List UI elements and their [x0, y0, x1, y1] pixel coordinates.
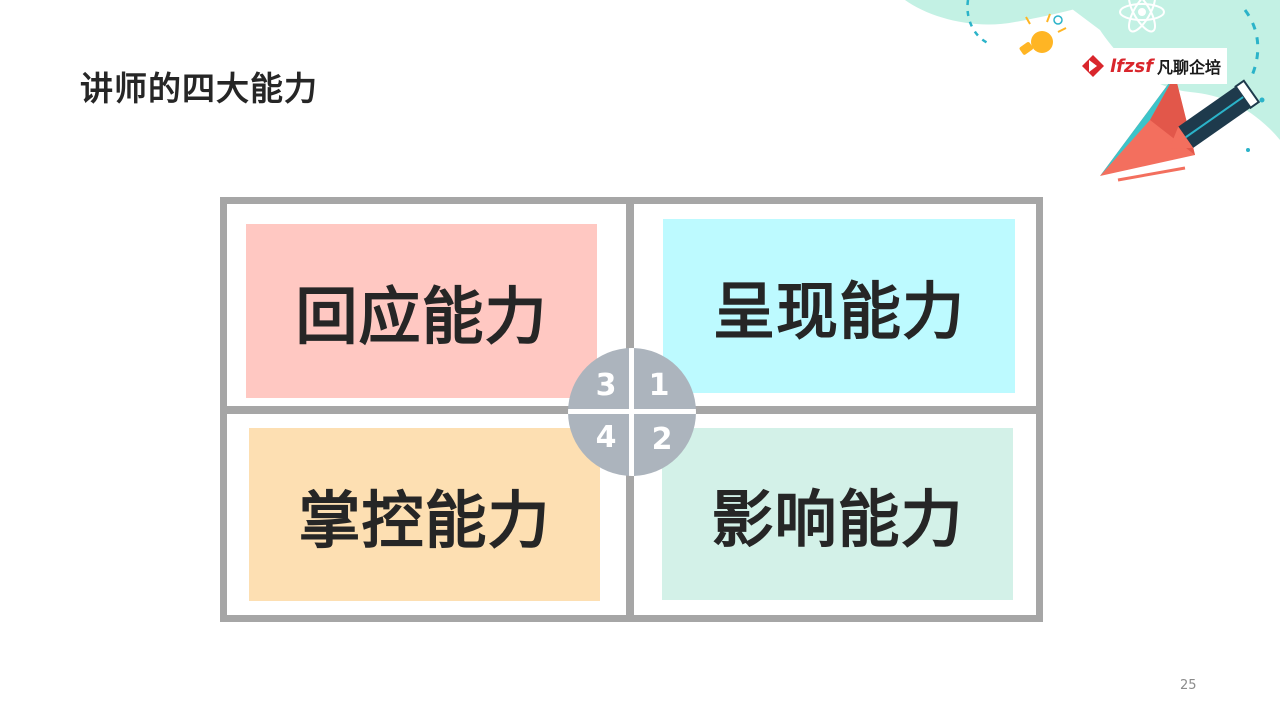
quadrant-present: 呈现能力 [663, 219, 1015, 393]
atom-icon [1119, 0, 1165, 33]
quadrant-respond-label: 回应能力 [295, 280, 548, 353]
dashed-curve-shape [1243, 9, 1260, 81]
quadrant-control-label: 掌控能力 [298, 483, 551, 557]
quadrant-influence-label: 影响能力 [711, 483, 964, 556]
brand-logo: lfzsf 凡聊企培 [1076, 48, 1228, 84]
dashed-line-shape [966, 0, 991, 46]
center-hub: 3 1 4 2 [568, 348, 696, 476]
paper-plane-icon [1100, 75, 1195, 182]
hub-number-2: 2 [651, 422, 673, 457]
hub-number-3: 3 [595, 368, 617, 403]
hub-number-1: 1 [648, 368, 670, 403]
quadrant-respond: 回应能力 [246, 224, 597, 398]
quadrant-control: 掌控能力 [249, 428, 600, 601]
slide-title: 讲师的四大能力 [80, 69, 318, 108]
quadrant-influence: 影响能力 [662, 428, 1013, 600]
quadrant-present-label: 呈现能力 [712, 275, 965, 348]
logo-cjk-text: 凡聊企培 [1157, 58, 1222, 77]
logo-mark-icon [1082, 55, 1104, 77]
mint-wave-shape [905, 0, 1110, 25]
page-number: 25 [1180, 678, 1197, 693]
logo-latin-text: lfzsf [1110, 55, 1154, 77]
lightbulb-icon [1019, 13, 1067, 55]
hub-number-4: 4 [595, 420, 617, 455]
pencil-icon [1169, 79, 1261, 149]
